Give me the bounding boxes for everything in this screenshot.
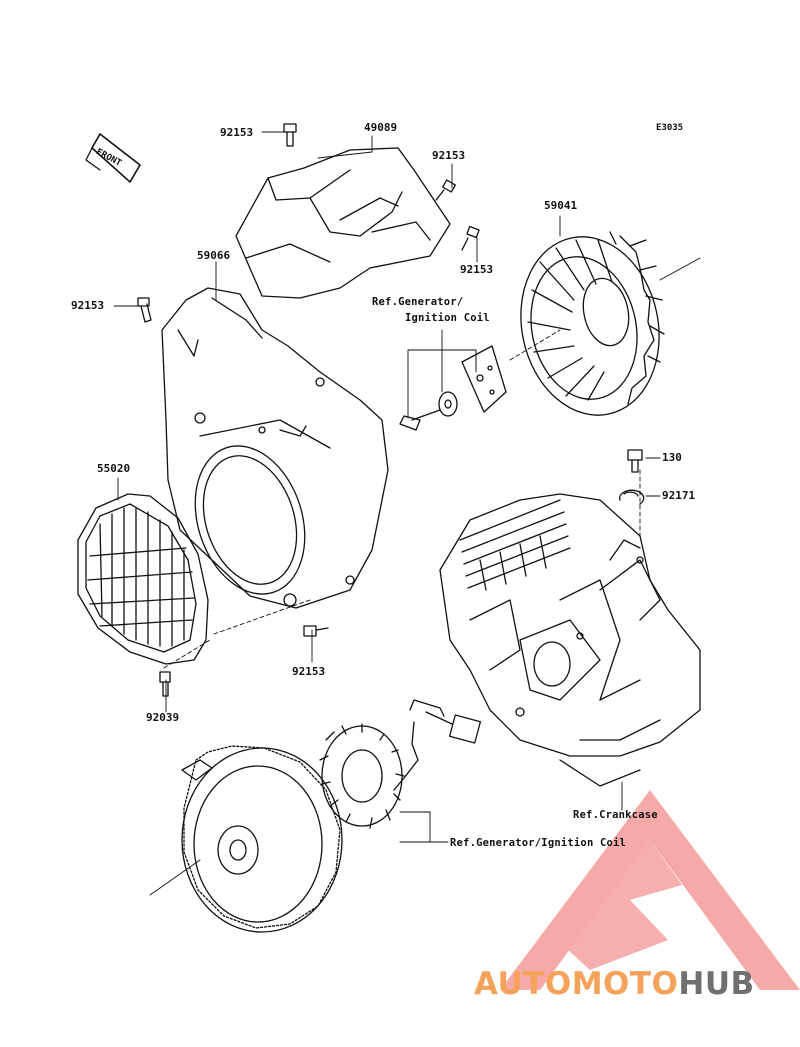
bolt-icon: [627, 449, 643, 473]
shroud-cover-49089: [235, 147, 451, 299]
bolt-icon: [461, 225, 480, 251]
flywheel: [181, 745, 343, 933]
washer-icon: [438, 391, 458, 417]
part-label-92039: 92039: [146, 711, 180, 724]
part-label-92153-right: 92153: [432, 149, 466, 162]
ref-generator-ignition-bottom: Ref.Generator/Ignition Coil: [450, 837, 627, 849]
part-label-92153-top: 92153: [220, 126, 254, 139]
bolt-icon: [159, 671, 171, 697]
watermark-text: AUTOMOTOHUB: [474, 966, 755, 1002]
front-arrow-icon: [85, 133, 141, 183]
bolt-icon: [435, 179, 456, 201]
engine-block: [439, 493, 701, 787]
part-label-59041: 59041: [544, 199, 578, 212]
bolt-icon: [399, 409, 441, 431]
part-label-92153-bottom: 92153: [292, 665, 326, 678]
bolt-icon: [303, 625, 329, 637]
blower-housing-59066: [161, 287, 389, 609]
bolt-icon: [283, 123, 297, 147]
part-label-92171: 92171: [662, 489, 696, 502]
part-label-49089: 49089: [364, 121, 398, 134]
mounting-plate: [461, 345, 507, 413]
ref-crankcase: Ref.Crankcase: [573, 809, 658, 821]
flywheel-fan-59041: [520, 231, 665, 416]
ref-generator-ignition-top-line1: Ref.Generator/: [372, 296, 464, 308]
part-label-55020: 55020: [97, 462, 131, 475]
stator: [319, 723, 405, 829]
part-label-92153-mid: 92153: [460, 263, 494, 276]
screen-55020: [77, 493, 209, 665]
diagram-code: E3035: [656, 123, 684, 133]
watermark-text-part2: HUB: [678, 966, 755, 1002]
wire-connector: [393, 699, 482, 791]
watermark-text-part1: AUTOMOTO: [474, 966, 679, 1002]
part-label-59066: 59066: [197, 249, 231, 262]
washer-icon: [619, 489, 645, 505]
watermark-logo-icon: [500, 790, 800, 990]
bolt-icon: [137, 297, 152, 323]
part-label-92153-left: 92153: [71, 299, 105, 312]
part-label-130: 130: [662, 451, 682, 464]
ref-generator-ignition-top-line2: Ignition Coil: [405, 312, 490, 324]
